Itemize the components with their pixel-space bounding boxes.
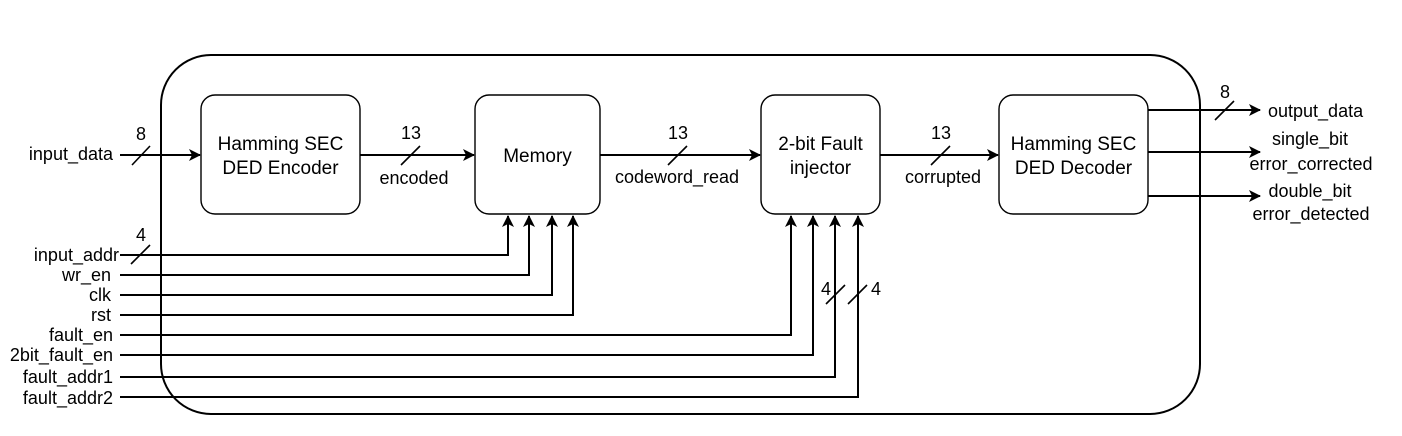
rst-label: rst [91, 305, 111, 325]
corrupted-label: corrupted [905, 167, 981, 187]
input-addr-label: input_addr [34, 245, 119, 266]
encoded-width: 13 [401, 123, 421, 143]
corrupted-width: 13 [931, 123, 951, 143]
bus-slash [1214, 100, 1235, 121]
wr-en-wire [120, 215, 535, 276]
decoder-label-line1: Hamming SEC [1011, 134, 1137, 155]
fault-addr2-width: 4 [871, 279, 881, 299]
decoder-label-line2: DED Decoder [1015, 158, 1133, 179]
fault-injector-label-line1: 2-bit Fault [778, 134, 863, 155]
rst-wire [120, 215, 579, 316]
codeword-read-label: codeword_read [615, 167, 739, 188]
clk-wire [120, 215, 558, 296]
bus-slash [847, 284, 868, 305]
fault-2bit-en-wire [120, 215, 819, 356]
bus-slash [667, 145, 688, 166]
output-data-label: output_data [1268, 101, 1364, 122]
codeword-read-width: 13 [668, 123, 688, 143]
memory-label: Memory [503, 146, 572, 167]
fault-en-wire [120, 215, 797, 336]
fault-2bit-en-label: 2bit_fault_en [10, 345, 113, 366]
input-addr-width: 4 [136, 225, 146, 245]
fault-addr1-width: 4 [821, 279, 831, 299]
fault-addr1-label: fault_addr1 [23, 367, 113, 388]
input-data-width: 8 [136, 124, 146, 144]
bus-slash [825, 284, 846, 305]
output-data-width: 8 [1220, 82, 1230, 102]
system-boundary [160, 54, 1201, 415]
fault-addr2-label: fault_addr2 [23, 388, 113, 409]
single-bit-label-line2: error_corrected [1249, 154, 1372, 175]
fault-addr2-wire [120, 215, 864, 398]
bus-slash [400, 145, 421, 166]
double-bit-label-line1: double_bit [1268, 181, 1351, 202]
single-bit-label-line1: single_bit [1272, 129, 1348, 150]
fault-en-label: fault_en [49, 325, 113, 346]
bus-slash [930, 145, 951, 166]
fault-addr1-wire [120, 215, 841, 378]
encoder-label-line1: Hamming SEC [218, 134, 344, 155]
double-bit-label-line2: error_detected [1252, 204, 1369, 225]
encoder-label-line2: DED Encoder [222, 158, 339, 179]
decoder-block [998, 94, 1149, 215]
bus-slash [130, 244, 151, 265]
input-addr-wire [120, 215, 514, 256]
bus-slash [131, 145, 151, 166]
encoded-label: encoded [379, 168, 448, 188]
wr-en-label: wr_en [61, 265, 111, 286]
input-data-label: input_data [29, 144, 114, 165]
clk-label: clk [89, 285, 112, 305]
fault-injector-label-line2: injector [790, 158, 852, 179]
